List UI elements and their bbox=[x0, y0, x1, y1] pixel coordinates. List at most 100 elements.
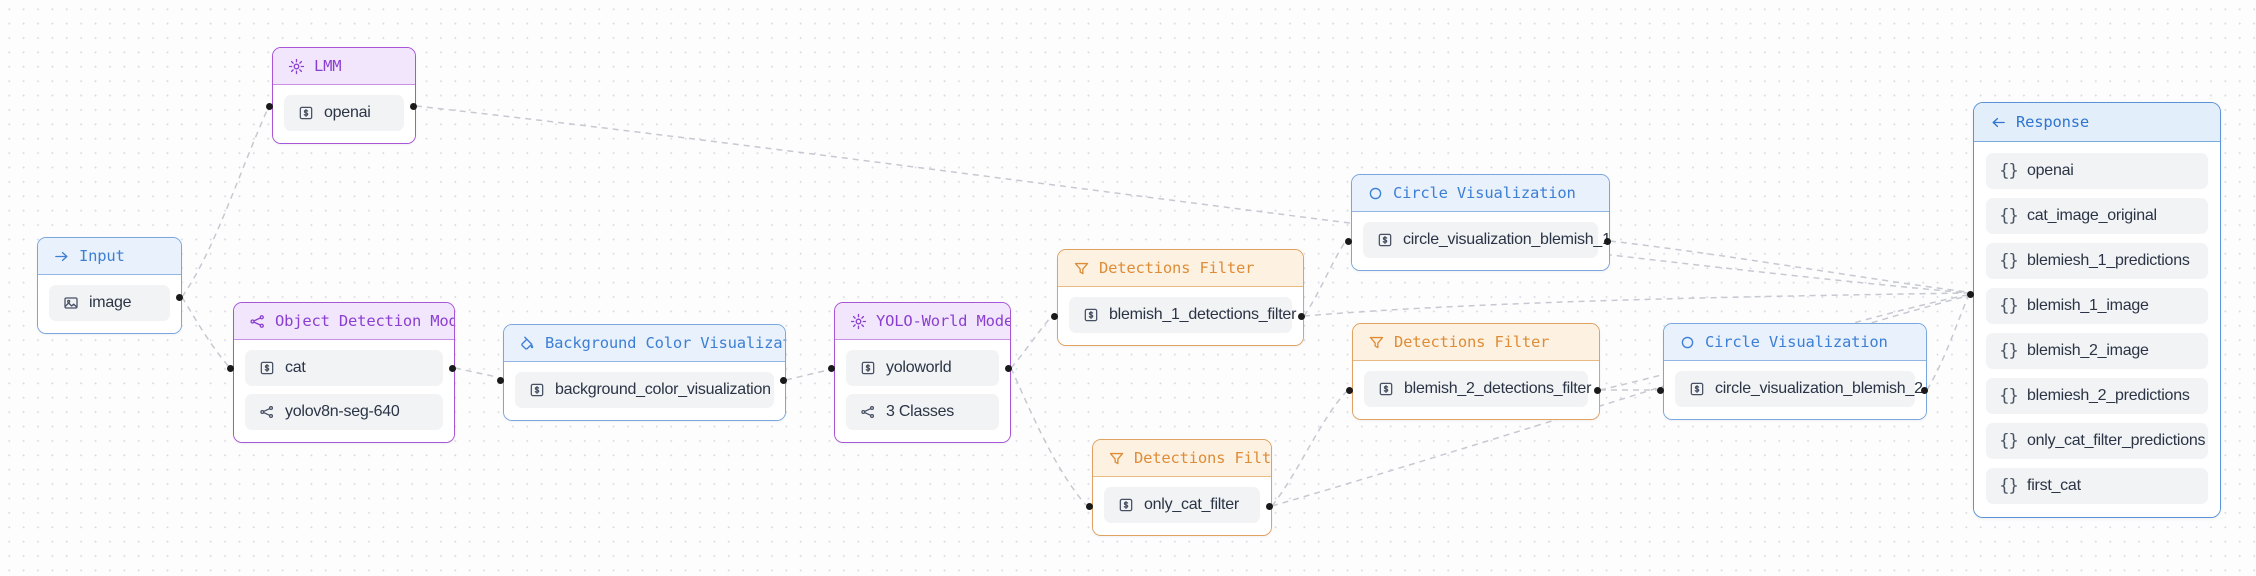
edge-dfc-to-df2 bbox=[1271, 391, 1347, 507]
response-panel-body: {}openai {}cat_image_original {}blemiesh_1… bbox=[1974, 142, 2220, 517]
node-body-circle-visualization-blemish-2: circle_visualization_blemish_2 bbox=[1664, 361, 1926, 419]
node-title: Background Color Visualization bbox=[545, 334, 785, 352]
node-detections-filter-blemish-2[interactable]: Detections Filter blemish_2_detections_fi… bbox=[1352, 323, 1600, 420]
port-odm-in[interactable] bbox=[226, 364, 234, 372]
node-row[interactable]: yoloworld bbox=[846, 350, 999, 386]
port-cv2-out[interactable] bbox=[1920, 386, 1928, 394]
node-body-input: image bbox=[38, 275, 181, 333]
node-row[interactable]: yolov8n-seg-640 bbox=[245, 394, 443, 430]
node-body-detections-filter-only-cat: only_cat_filter bbox=[1093, 477, 1271, 535]
dollar-box-icon bbox=[1377, 381, 1394, 398]
braces-icon: {} bbox=[1999, 296, 2018, 316]
node-yolo-world-model[interactable]: YOLO-World Model yoloworld 3 Classes bbox=[834, 302, 1011, 443]
braces-icon: {} bbox=[1999, 431, 2018, 451]
response-item-label: first_cat bbox=[2027, 477, 2081, 494]
image-icon bbox=[62, 295, 79, 312]
response-item[interactable]: {}blemiesh_2_predictions bbox=[1986, 378, 2208, 414]
port-ywm-out[interactable] bbox=[1004, 364, 1012, 372]
response-item[interactable]: {}cat_image_original bbox=[1986, 198, 2208, 234]
node-row-label: cat bbox=[285, 359, 306, 376]
node-row[interactable]: cat bbox=[245, 350, 443, 386]
port-df1-out[interactable] bbox=[1297, 312, 1305, 320]
node-row[interactable]: openai bbox=[284, 95, 404, 131]
funnel-icon bbox=[1073, 260, 1090, 277]
node-header-detections-filter-blemish-2[interactable]: Detections Filter bbox=[1353, 324, 1599, 361]
node-row[interactable]: 3 Classes bbox=[846, 394, 999, 430]
node-row-label: background_color_visualization bbox=[555, 381, 771, 398]
port-lmm-out[interactable] bbox=[409, 102, 417, 110]
node-title: YOLO-World Model bbox=[876, 312, 1011, 330]
arrow-right-icon bbox=[53, 248, 70, 265]
funnel-icon bbox=[1108, 450, 1125, 467]
node-title: LMM bbox=[314, 57, 342, 75]
response-item[interactable]: {}only_cat_filter_predictions bbox=[1986, 423, 2208, 459]
edge-df1-to-response bbox=[1303, 292, 1968, 317]
node-header-background-color-visualization[interactable]: Background Color Visualization bbox=[504, 325, 785, 362]
node-circle-visualization-blemish-1[interactable]: Circle Visualization circle_visualization… bbox=[1351, 174, 1610, 271]
response-item[interactable]: {}openai bbox=[1986, 153, 2208, 189]
dollar-box-icon bbox=[859, 360, 876, 377]
edge-input-to-odm bbox=[181, 296, 231, 369]
response-panel-header[interactable]: Response bbox=[1974, 103, 2220, 142]
node-background-color-visualization[interactable]: Background Color Visualization background… bbox=[503, 324, 786, 421]
node-row[interactable]: image bbox=[49, 285, 170, 321]
node-body-detections-filter-blemish-2: blemish_2_detections_filter bbox=[1353, 361, 1599, 419]
node-row-label: yolov8n-seg-640 bbox=[285, 403, 400, 420]
node-detections-filter-blemish-1[interactable]: Detections Filter blemish_1_detections_fi… bbox=[1057, 249, 1304, 346]
node-row[interactable]: blemish_2_detections_filter bbox=[1364, 371, 1592, 407]
port-dfc-in[interactable] bbox=[1085, 502, 1093, 510]
node-header-circle-visualization-blemish-1[interactable]: Circle Visualization bbox=[1352, 175, 1609, 212]
port-df2-in[interactable] bbox=[1345, 386, 1353, 394]
node-row[interactable]: background_color_visualization bbox=[515, 372, 774, 408]
port-bcv-out[interactable] bbox=[779, 376, 787, 384]
node-header-input[interactable]: Input bbox=[38, 238, 181, 275]
node-header-object-detection-model[interactable]: Object Detection Model bbox=[234, 303, 454, 340]
node-object-detection-model[interactable]: Object Detection Model cat yolov8n-seg-640 bbox=[233, 302, 455, 443]
port-df2-out[interactable] bbox=[1593, 386, 1601, 394]
response-item[interactable]: {} blemish_1_image bbox=[1986, 288, 2208, 324]
node-header-circle-visualization-blemish-2[interactable]: Circle Visualization bbox=[1664, 324, 1926, 361]
node-row[interactable]: blemish_1_detections_filter bbox=[1069, 297, 1296, 333]
response-item[interactable]: {}first_cat bbox=[1986, 468, 2208, 504]
response-panel[interactable]: Response{}openai{}cat_image_original{}bl… bbox=[1973, 102, 2221, 518]
port-cv2-in[interactable] bbox=[1656, 386, 1664, 394]
node-row-label: circle_visualization_blemish_1 bbox=[1403, 231, 1610, 248]
node-header-detections-filter-only-cat[interactable]: Detections Filter bbox=[1093, 440, 1271, 477]
braces-icon: {} bbox=[1999, 386, 2018, 406]
node-row[interactable]: circle_visualization_blemish_1 bbox=[1363, 222, 1609, 258]
node-row[interactable]: only_cat_filter bbox=[1104, 487, 1260, 523]
response-item-label: blemish_1_image bbox=[2027, 297, 2149, 314]
node-body-lmm: openai bbox=[273, 85, 415, 143]
port-odm-out[interactable] bbox=[448, 364, 456, 372]
port-ywm-in[interactable] bbox=[827, 364, 835, 372]
node-header-detections-filter-blemish-1[interactable]: Detections Filter bbox=[1058, 250, 1303, 287]
node-input[interactable]: Input image bbox=[37, 237, 182, 334]
node-title: Input bbox=[79, 247, 125, 265]
node-header-yolo-world-model[interactable]: YOLO-World Model bbox=[835, 303, 1010, 340]
node-header-lmm[interactable]: LMM bbox=[273, 48, 415, 85]
node-circle-visualization-blemish-2[interactable]: Circle Visualization circle_visualization… bbox=[1663, 323, 1927, 420]
node-row-label: yoloworld bbox=[886, 359, 952, 376]
port-cv1-out[interactable] bbox=[1603, 237, 1611, 245]
node-row-label: circle_visualization_blemish_2 bbox=[1715, 380, 1923, 397]
port-lmm-in[interactable] bbox=[265, 102, 273, 110]
port-cv1-in[interactable] bbox=[1344, 237, 1352, 245]
dollar-box-icon bbox=[1688, 381, 1705, 398]
port-dfc-out[interactable] bbox=[1265, 502, 1273, 510]
node-body-circle-visualization-blemish-1: circle_visualization_blemish_1 bbox=[1352, 212, 1609, 270]
node-row-label: blemish_2_detections_filter bbox=[1404, 380, 1592, 397]
port-input-out[interactable] bbox=[175, 293, 183, 301]
node-detections-filter-only-cat[interactable]: Detections Filter only_cat_filter bbox=[1092, 439, 1272, 536]
response-item-label: blemish_2_image bbox=[2027, 342, 2149, 359]
port-bcv-in[interactable] bbox=[496, 376, 504, 384]
response-item[interactable]: {}blemish_2_image bbox=[1986, 333, 2208, 369]
node-row[interactable]: circle_visualization_blemish_2 bbox=[1675, 371, 1923, 407]
response-item[interactable]: {}blemiesh_1_predictions bbox=[1986, 243, 2208, 279]
port-response-in[interactable] bbox=[1966, 290, 1974, 298]
node-lmm[interactable]: LMM openai bbox=[272, 47, 416, 144]
edge-odm-to-bcv bbox=[454, 367, 498, 378]
port-df1-in[interactable] bbox=[1050, 312, 1058, 320]
dollar-box-icon bbox=[1376, 232, 1393, 249]
node-row-label: image bbox=[89, 294, 132, 311]
